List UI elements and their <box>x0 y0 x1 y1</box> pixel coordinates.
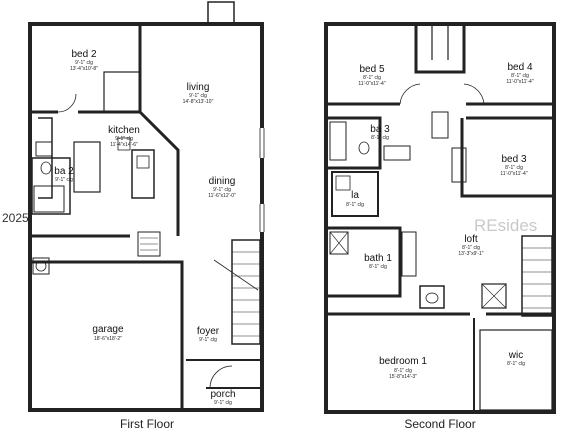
laundry-walls <box>331 171 379 217</box>
bed2-label: bed 2 <box>71 49 96 60</box>
bath1-ceiling: 8'-1" clg <box>369 264 387 270</box>
la-ceiling: 8'-1" clg <box>346 202 364 208</box>
first-floor-main-stair <box>231 239 261 345</box>
top-closets <box>414 24 466 74</box>
shower <box>329 231 349 255</box>
foyer-ceiling: 9'-1" clg <box>199 337 217 343</box>
ba2-toilet <box>40 161 52 175</box>
kitchen-wall <box>30 110 180 238</box>
loft-ceiling: 8'-1" clg <box>462 245 480 251</box>
cooktop <box>136 155 150 169</box>
attic-access <box>481 283 507 309</box>
bedroom1-label: bedroom 1 <box>379 356 427 367</box>
first-floor-stair-small <box>137 231 161 257</box>
ba3-ceiling: 8'-1" clg <box>371 135 389 141</box>
second-floor-outer-wall <box>324 22 556 414</box>
bed4-ceiling: 8'-1" clg <box>511 73 529 79</box>
ba2-tub <box>33 185 65 213</box>
bed2-door-swing <box>57 93 77 113</box>
water-heater <box>32 257 50 275</box>
kitchen-label: kitchen <box>108 125 140 136</box>
bed5-ceiling: 8'-1" clg <box>363 75 381 81</box>
wic-walls <box>479 329 553 411</box>
second-floor-plan <box>324 22 556 414</box>
dining-label: dining <box>209 176 236 187</box>
foyer-label: foyer <box>197 326 220 337</box>
hall-linen <box>431 111 449 139</box>
bed5-size: 11'-0"x11'-4" <box>358 81 385 87</box>
first-floor-caption: First Floor <box>120 417 174 431</box>
bed4-label: bed 4 <box>507 62 532 73</box>
ba3-wall <box>326 116 382 170</box>
watermark-year: 2025 <box>2 211 29 225</box>
bed3-ceiling: 8'-1" clg <box>505 165 523 171</box>
living-ceiling: 9'-1" clg <box>189 93 207 99</box>
fridge <box>117 137 131 151</box>
ba3-toilet <box>358 141 370 155</box>
porch-label: porch <box>210 389 235 400</box>
wic-label: wic <box>508 350 523 361</box>
entry-door-swing <box>209 365 233 389</box>
bedroom1-ceiling: 8'-1" clg <box>394 368 412 374</box>
porch-ceiling: 9'-1" clg <box>214 400 232 406</box>
kitchen-counter <box>73 141 101 193</box>
bath1-wall <box>326 226 402 298</box>
garage-label: garage <box>92 324 124 335</box>
living-size: 14'-8"x13'-10" <box>183 99 214 105</box>
kitchen-sink <box>35 141 53 157</box>
garage-wall <box>30 260 184 410</box>
bedroom1-size: 15'-8"x14'-3" <box>389 374 417 380</box>
bedroom-door-swings <box>399 83 485 105</box>
kitchen-ceiling: 9'-1" clg <box>115 136 133 142</box>
ba2-ceiling: 9'-1" clg <box>55 177 73 183</box>
dining-size: 11'-6"x12'-0" <box>208 193 236 199</box>
foyer-wall <box>186 359 262 389</box>
bed3-label: bed 3 <box>501 154 526 165</box>
la-label: la <box>351 190 359 201</box>
ba3-vanity <box>383 145 411 161</box>
bed3-closet <box>451 147 467 183</box>
bath1-label: bath 1 <box>364 253 392 264</box>
wic-ceiling: 8'-1" clg <box>507 361 525 367</box>
bed3-wall <box>460 116 554 198</box>
living-label: living <box>187 82 210 93</box>
bed4-size: 11'-0"x11'-4" <box>506 79 533 85</box>
garage-size: 18'-6"x18'-2" <box>94 336 122 342</box>
bed5-label: bed 5 <box>359 64 384 75</box>
kitchen-size: 11'-4"x14'-6" <box>110 142 138 148</box>
ba3-tub <box>329 121 347 161</box>
second-floor-stair <box>521 235 553 317</box>
watermark-brand: REsides <box>474 216 537 235</box>
roof-vent <box>207 1 235 25</box>
ba2-walls <box>31 157 71 215</box>
loft-label: loft <box>464 234 478 245</box>
ba2-label: ba 2 <box>54 166 74 177</box>
bath1-toilet <box>425 292 439 304</box>
kitchen-island <box>131 149 155 199</box>
loft-size: 13'-3"x9'-1" <box>458 251 483 257</box>
dining-ceiling: 9'-1" clg <box>213 187 231 193</box>
bath1-vanity <box>401 231 417 277</box>
first-floor-plan <box>28 1 265 412</box>
bed3-size: 11'-0"x11'-4" <box>500 171 527 177</box>
bed2-size: 13'-4"x10'-8" <box>70 66 98 72</box>
second-floor-caption: Second Floor <box>404 417 475 431</box>
bed2-closet <box>103 71 141 113</box>
ba3-label: ba 3 <box>370 124 390 135</box>
first-floor-outer-wall <box>28 22 264 412</box>
bed2-ceiling: 9'-1" clg <box>75 60 93 66</box>
